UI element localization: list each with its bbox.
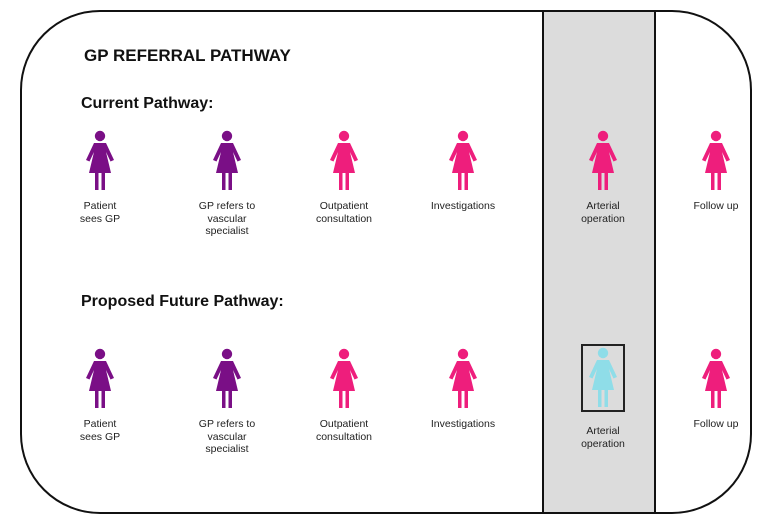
pathway-step-label: Investigations: [430, 418, 496, 430]
person-icon: [45, 348, 155, 410]
pathway-step: Arterial operation: [548, 344, 658, 450]
pathway-step: Arterial operation: [548, 130, 658, 225]
pathway-step-label: GP refers to vascular specialist: [198, 200, 256, 237]
pathway-step: Investigations: [408, 348, 518, 431]
pathway-step-label: GP refers to vascular specialist: [198, 418, 256, 455]
pathway-step-label: Follow up: [693, 418, 739, 430]
pathway-frame: [20, 10, 752, 514]
pathway-step: Follow up: [661, 130, 759, 213]
pathway-step-label: Follow up: [693, 200, 739, 212]
person-icon: [661, 348, 759, 410]
pathway-step: GP refers to vascular specialist: [172, 348, 282, 456]
pathway-step: Follow up: [661, 348, 759, 431]
pathway-step-label: Patient sees GP: [79, 200, 121, 225]
arterial-operation-column: [542, 12, 656, 512]
person-icon: [548, 130, 658, 192]
person-icon: [289, 130, 399, 192]
future-pathway-heading: Proposed Future Pathway:: [81, 293, 284, 310]
pathway-step-label: Patient sees GP: [79, 418, 121, 443]
pathway-step-label: Outpatient consultation: [315, 200, 373, 225]
person-icon: [172, 348, 282, 410]
person-icon: [45, 130, 155, 192]
pathway-step-label: Arterial operation: [581, 200, 625, 225]
pathway-step: Investigations: [408, 130, 518, 213]
pathway-step: GP refers to vascular specialist: [172, 130, 282, 238]
pathway-step-label: Investigations: [430, 200, 496, 212]
person-icon: [661, 130, 759, 192]
pathway-step: Outpatient consultation: [289, 130, 399, 225]
person-icon: [289, 348, 399, 410]
pathway-step-label: Arterial operation: [581, 425, 625, 450]
current-pathway-heading: Current Pathway:: [81, 95, 214, 112]
pathway-step: Patient sees GP: [45, 348, 155, 443]
person-icon: [408, 130, 518, 192]
pathway-step: Outpatient consultation: [289, 348, 399, 443]
pathway-step: Patient sees GP: [45, 130, 155, 225]
page-title: GP REFERRAL PATHWAY: [84, 46, 291, 65]
person-icon-boxed: [548, 344, 658, 417]
person-icon: [408, 348, 518, 410]
person-icon: [172, 130, 282, 192]
pathway-step-label: Outpatient consultation: [315, 418, 373, 443]
